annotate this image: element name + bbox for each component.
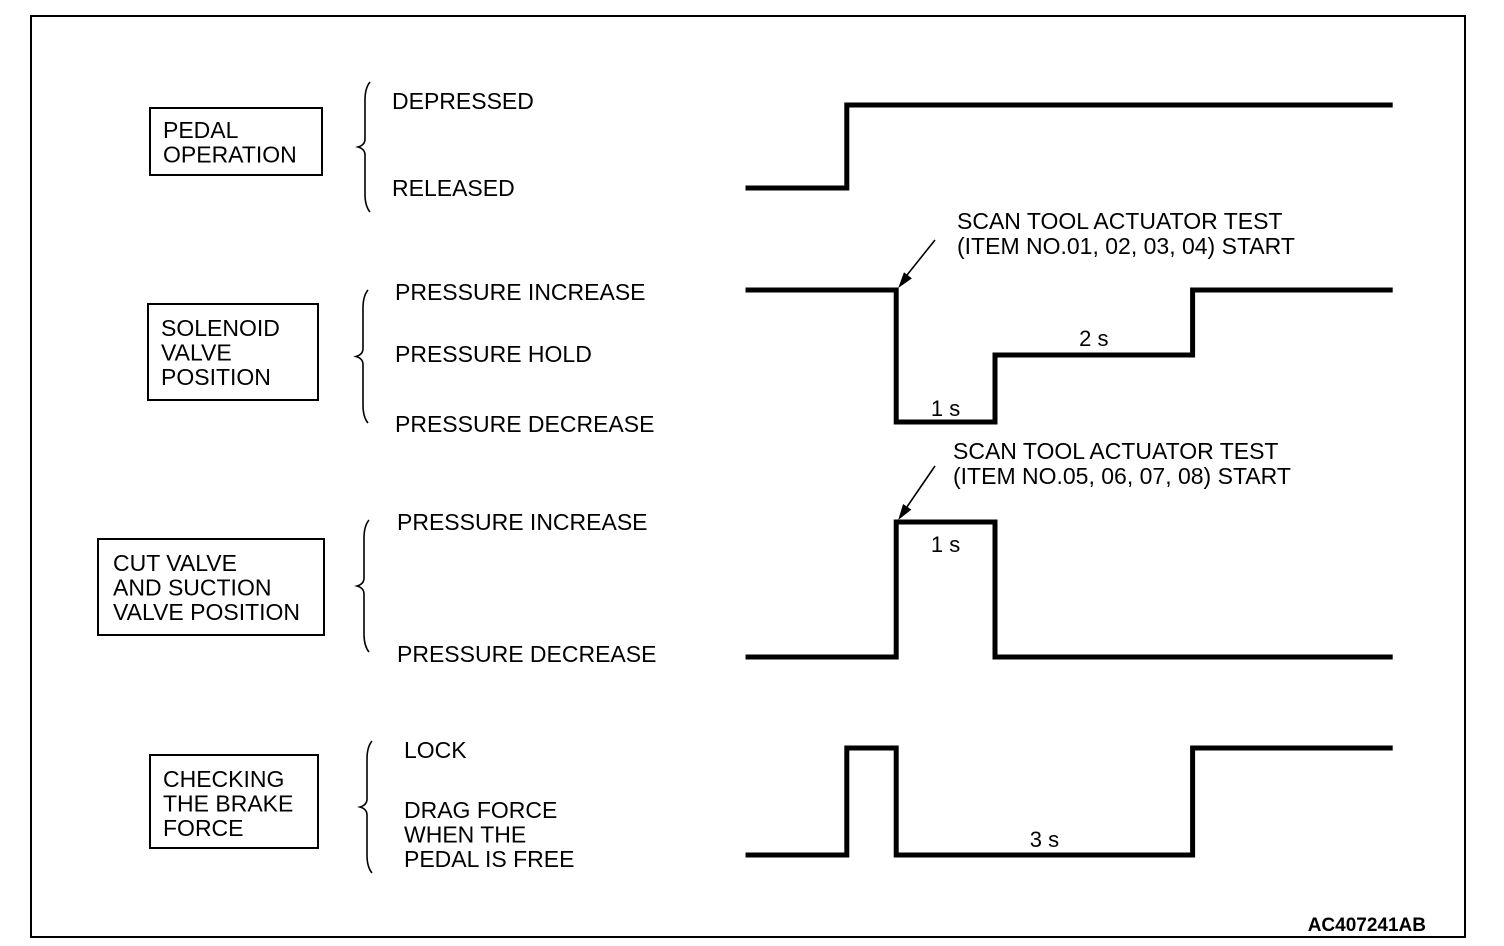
arrowhead-icon <box>898 272 912 288</box>
state-label: PRESSURE HOLD <box>395 341 592 367</box>
arrow-icon <box>905 239 936 277</box>
state-label: PRESSURE DECREASE <box>397 641 656 667</box>
signal-title-box <box>149 754 319 849</box>
state-label: RELEASED <box>392 175 515 201</box>
state-label: PRESSURE INCREASE <box>395 279 646 305</box>
signal-title-line: OPERATION <box>163 142 297 168</box>
waveform-pedal <box>745 102 1393 191</box>
duration-label: 1 s <box>931 532 960 557</box>
annotation-text: (ITEM NO.01, 02, 03, 04) START <box>957 233 1295 259</box>
annotation-text: SCAN TOOL ACTUATOR TEST <box>953 438 1278 464</box>
brace-icon <box>355 81 371 213</box>
annotation-text: SCAN TOOL ACTUATOR TEST <box>957 208 1282 234</box>
state-label: LOCK <box>404 737 467 763</box>
duration-label: 3 s <box>1030 827 1059 852</box>
waveform-brake-force <box>745 745 1393 858</box>
brace-icon <box>354 519 370 653</box>
signal-title-line: CHECKING <box>163 766 284 792</box>
signal-title-box <box>149 107 323 176</box>
signal-title-line: POSITION <box>161 364 271 390</box>
signal-title-line: PEDAL <box>163 117 239 143</box>
state-label: DEPRESSED <box>392 88 534 114</box>
duration-label: 1 s <box>931 396 960 421</box>
annotation-text: (ITEM NO.05, 06, 07, 08) START <box>953 463 1291 489</box>
signal-title-line: VALVE <box>161 340 232 366</box>
signal-title-line: FORCE <box>163 815 244 841</box>
duration-label: 2 s <box>1079 326 1108 351</box>
state-label: PRESSURE INCREASE <box>397 509 648 535</box>
signal-title-line: AND SUCTION <box>113 575 271 601</box>
brace-icon <box>353 289 369 424</box>
signal-title-line: THE BRAKE <box>163 791 293 817</box>
waveform-solenoid <box>745 287 1393 425</box>
signal-title-line: CUT VALVE <box>113 550 237 576</box>
arrow-icon <box>905 465 936 509</box>
state-label: PRESSURE DECREASE <box>395 411 654 437</box>
signal-title-line: SOLENOID <box>161 315 280 341</box>
arrowhead-icon <box>898 503 912 520</box>
signal-title-box <box>147 303 319 401</box>
figure-code: AC407241AB <box>1308 915 1426 936</box>
brace-icon <box>357 740 373 874</box>
signal-title-box <box>97 538 325 636</box>
waveform-cut-valve <box>745 519 1393 660</box>
signal-title-line: VALVE POSITION <box>113 599 300 625</box>
